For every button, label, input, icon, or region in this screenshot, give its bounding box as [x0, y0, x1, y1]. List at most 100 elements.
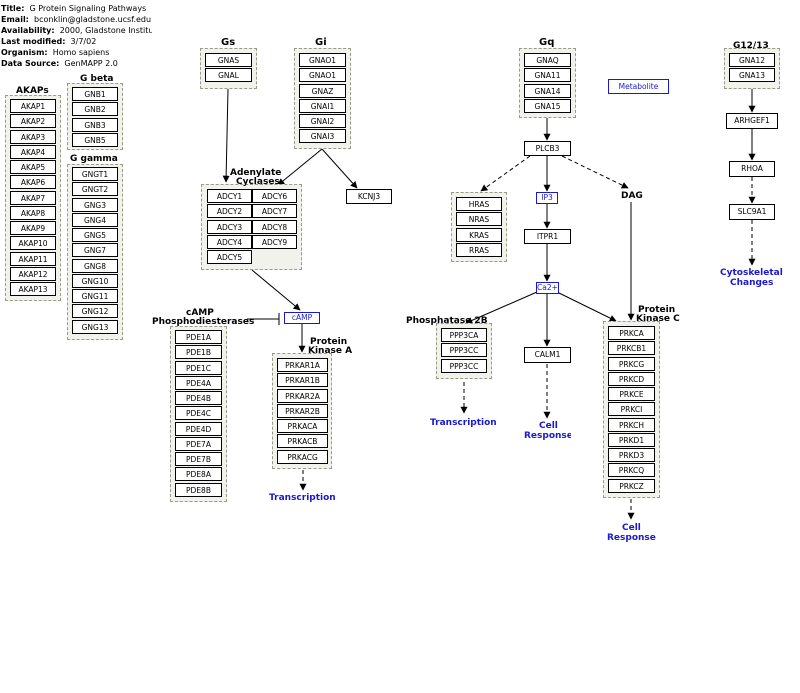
label-gq: Gq [539, 37, 555, 48]
gene-box: PRKCE [608, 387, 655, 401]
gene-arhgef1: ARHGEF1 [726, 113, 778, 129]
gene-box: PPP3CA [441, 328, 487, 342]
gene-box: PRKCI [608, 402, 655, 417]
gene-kcnj3: KCNJ3 [346, 189, 392, 204]
gene-box: GNG10 [72, 273, 118, 288]
gene-box: ADCY3 [207, 219, 252, 234]
label-gbeta: G beta [80, 74, 114, 84]
gene-box: PDE1B [175, 345, 222, 360]
gene-box: GNG3 [72, 197, 118, 212]
edge-ca2-pkc [556, 291, 617, 322]
gene-box: AKAP11 [10, 251, 56, 266]
email-label: Email: [1, 15, 29, 24]
gene-box: GNG13 [72, 319, 118, 334]
label-pka-2: Kinase A [308, 346, 353, 356]
gene-box: PRKCG [608, 356, 655, 371]
label-cyclases: Cyclases [236, 177, 280, 187]
edge-gs-adcy [222, 88, 230, 183]
edge-adcy-camp [251, 269, 301, 311]
gene-box: PDE1C [175, 360, 222, 375]
gene-box: GNAQ [524, 53, 571, 67]
gene-box: GNAL [205, 68, 252, 83]
outcome-cell-response-pkc-b: Response [607, 533, 656, 543]
gene-box: RRAS [456, 242, 502, 257]
pathway-metadata: Title: G Protein Signaling Pathways Emai… [1, 3, 152, 69]
gene-box: PDE8B [175, 482, 222, 497]
gene-box: ADCY7 [252, 204, 297, 219]
gene-box: GNG7 [72, 243, 118, 258]
gene-box: ADCY6 [252, 189, 297, 203]
gene-box: GNA12 [729, 53, 775, 67]
modified-label: Last modified: [1, 37, 66, 46]
metabolite-legend: Metabolite [608, 79, 669, 94]
gene-box: ADCY4 [207, 234, 252, 249]
label-camp-pde-2: Phosphodiesterases [152, 317, 255, 327]
gene-box: PDE7B [175, 452, 222, 466]
source-label: Data Source: [1, 59, 60, 68]
gene-box: PRKACA [277, 419, 328, 433]
edge-ca2-ppp3 [465, 291, 538, 324]
gene-box: ADCY8 [252, 219, 297, 234]
gene-box: GNAO1 [299, 68, 346, 83]
gene-box: PRKCB1 [608, 341, 655, 356]
pathway-title: G Protein Signaling Pathways [29, 4, 147, 13]
gene-box: GNAI3 [299, 129, 346, 144]
outcome-transcription-pka: Transcription [269, 493, 336, 503]
gene-box: PPP3CC [441, 358, 487, 373]
gene-box: GNAO1 [299, 53, 346, 67]
gene-box: AKAP8 [10, 205, 56, 220]
label-pka-1: Protein [310, 337, 348, 347]
gene-rhoa: RHOA [729, 161, 775, 177]
outcome-cell-response-calm1-b: Response [524, 431, 571, 441]
gene-box: GNG5 [72, 228, 118, 242]
label-akaps: AKAPs [16, 86, 49, 96]
gene-box: GNB5 [72, 132, 118, 147]
gene-box: AKAP3 [10, 129, 56, 144]
gene-box: ADCY5 [207, 250, 252, 264]
gene-box: AKAP12 [10, 266, 56, 281]
gene-box: AKAP10 [10, 236, 56, 251]
outcome-cell-response-calm1-a: Cell [539, 421, 558, 431]
gene-box: GNB1 [72, 87, 118, 101]
gene-box: GNG11 [72, 289, 118, 303]
label-gi: Gi [315, 37, 327, 48]
gene-box: GNG8 [72, 258, 118, 273]
availability-label: Availability: [1, 26, 55, 35]
label-pkc-2: Kinase C [636, 314, 680, 324]
gene-box: PDE4C [175, 406, 222, 421]
gene-box: GNG12 [72, 304, 118, 319]
gene-box: AKAP1 [10, 99, 56, 113]
gene-box: GNGT1 [72, 167, 118, 181]
gene-calm1: CALM1 [524, 347, 571, 363]
label-ggamma: G gamma [70, 154, 118, 164]
gene-box: PDE4D [175, 421, 222, 436]
edge-plcb3-dag [561, 155, 629, 189]
gene-box: PRKD3 [608, 448, 655, 462]
organism-label: Organism: [1, 48, 48, 57]
gene-box: PDE4A [175, 375, 222, 390]
gene-box: AKAP5 [10, 160, 56, 174]
outcome-cytoskeletal-a: Cytoskeletal [720, 268, 783, 278]
outcome-transcription-phosphatase: Transcription [430, 418, 497, 428]
gene-box: GNA15 [524, 98, 571, 113]
gene-box: AKAP7 [10, 190, 56, 205]
metabolite-ca2: Ca2+ [536, 282, 559, 294]
organism-value: Homo sapiens [52, 48, 110, 57]
gene-box: GNB2 [72, 102, 118, 117]
gene-box: PDE1A [175, 330, 222, 344]
label-gs: Gs [221, 37, 236, 48]
gene-box: GNAZ [299, 83, 346, 98]
gene-box: PRKAR1B [277, 373, 328, 388]
gene-box: GNAI2 [299, 114, 346, 128]
gene-box: GNA14 [524, 83, 571, 98]
outcome-cytoskeletal-b: Changes [730, 278, 774, 288]
gene-box: PRKCA [608, 326, 655, 340]
outcome-cell-response-pkc-a: Cell [622, 523, 641, 533]
modified-value: 3/7/02 [70, 37, 97, 46]
gene-box: PDE4B [175, 391, 222, 405]
gene-box: GNAI1 [299, 98, 346, 113]
gene-box: AKAP6 [10, 175, 56, 190]
gene-box: GNAS [205, 53, 252, 67]
gene-box: GNA11 [524, 68, 571, 83]
